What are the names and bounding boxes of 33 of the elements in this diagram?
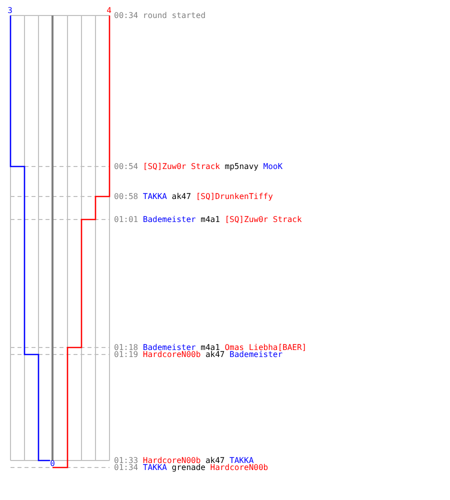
count-label: 0 [50,460,55,467]
player-name: Bademeister [142,216,196,222]
weapon-name: ak47 [205,456,225,464]
player-name: TAKKA [142,192,167,200]
event-text: round started [142,12,206,19]
player-name: HardcoreN00b [210,464,268,470]
weapon-name: ak47 [172,192,192,200]
time-label: 01:18 [114,344,138,350]
player-name: TAKKA [230,456,254,464]
player-name: MooK [263,162,283,170]
player-name: TAKKA [142,464,167,470]
player-name: [SQ]Zuw0r Strack [224,216,302,222]
time-label: 01:01 [114,216,138,222]
player-name: HardcoreN00b [142,456,201,464]
weapon-name: ak47 [205,350,225,358]
player-name: Omas Liebha[BAER] [224,344,307,350]
weapon-name: mp5navy [224,162,258,170]
player-name: [SQ]Zuw0r Strack [142,162,220,170]
time-label: 00:54 [114,162,138,170]
weapon-name: m4a1 [200,216,220,222]
time-label: 00:34 [114,12,138,19]
time-label: 01:19 [114,350,138,358]
weapon-name: m4a1 [200,344,220,350]
player-name: Bademeister [142,344,196,350]
count-label: 3 [8,6,12,14]
time-label: 00:58 [114,192,138,200]
time-label: 01:34 [114,464,138,470]
count-label: 4 [106,6,112,14]
player-name: Bademeister [230,350,283,358]
player-name: [SQ]DrunkenTiffy [196,192,273,200]
time-label: 01:33 [114,456,138,464]
player-name: HardcoreN00b [142,350,201,358]
weapon-name: grenade [172,464,206,470]
